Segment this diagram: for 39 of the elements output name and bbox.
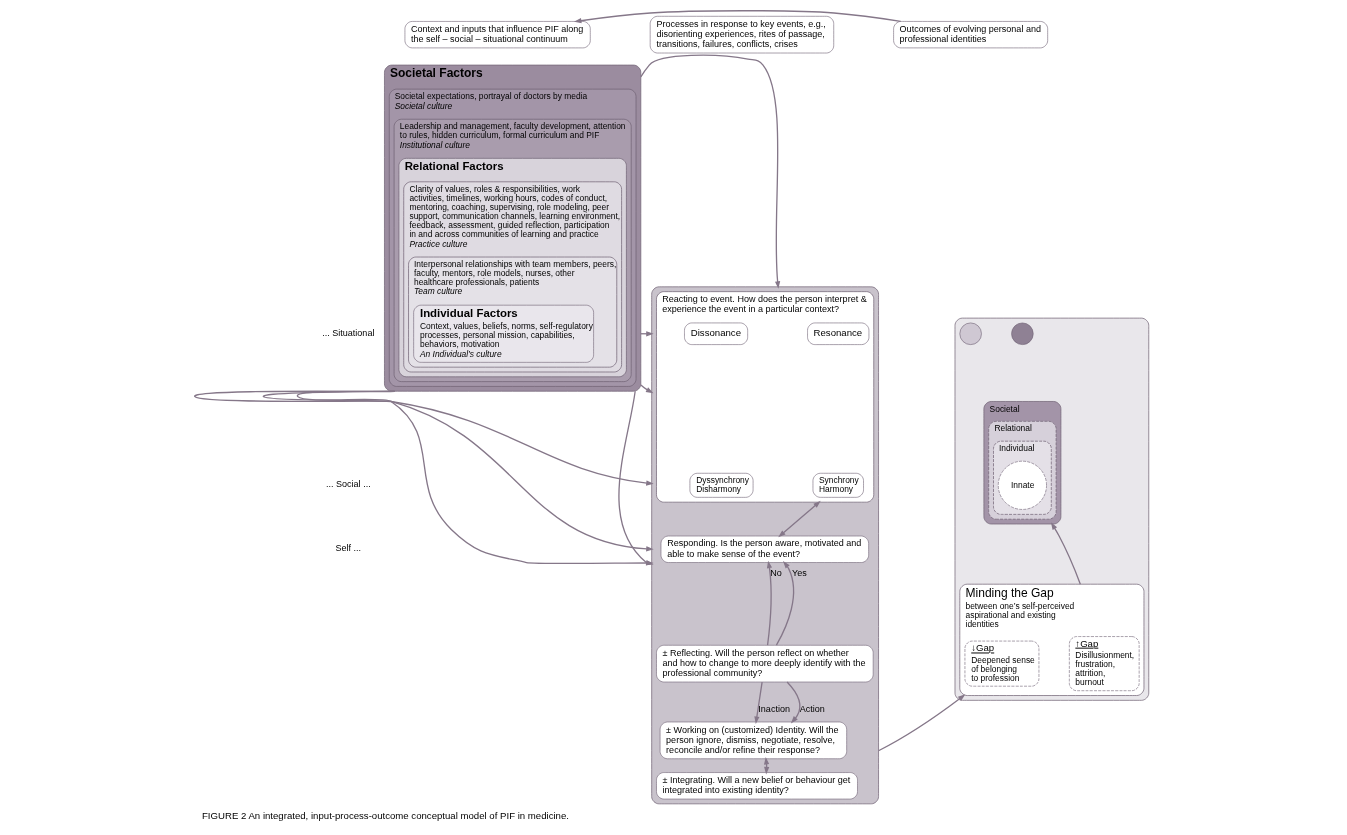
node-box: ± Working on (customized) Identity. Will the person ignore, dismiss, negotiate, resolve, reconcile and/or refine their response? — [659, 721, 847, 759]
node-box: Processes in response to key events, e.g., disorienting experiences, rites of passage, transitions, failures, conflicts, crises — [649, 16, 834, 54]
arrow — [617, 390, 654, 566]
edge-label: No — [769, 568, 782, 579]
edge-label: Yes — [791, 568, 807, 579]
node-circle — [1010, 322, 1034, 345]
node-box: Dyssynchrony Disharmony — [689, 472, 753, 498]
arrow — [573, 10, 901, 24]
arrow — [766, 560, 772, 646]
node-box: Individual Factors Context, values, beliefs, norms, self-regulatory processes, personal mission, capabilities, behaviors, motivation An Individual’s culture — [412, 304, 594, 363]
cluster — [650, 286, 879, 805]
caption: FIGURE 2 An integrated, input-process-outcome conceptual model of PIF in medicine. — [201, 809, 569, 821]
arrow — [193, 390, 654, 486]
arrow — [777, 500, 821, 538]
edge-label: Inaction — [757, 704, 790, 715]
arrow — [296, 390, 654, 566]
arrow — [785, 681, 800, 724]
node-circle — [959, 322, 982, 345]
node-box: Outcomes of evolving personal and professional identities — [892, 21, 1048, 49]
node-circle: Innate — [997, 460, 1047, 510]
node-box: Dissonance — [683, 322, 748, 345]
label: ... Situational — [321, 327, 374, 338]
edge-label: Action — [799, 704, 825, 715]
arrow — [753, 681, 763, 724]
arrow — [775, 560, 794, 646]
arrow — [877, 694, 965, 752]
node-box: ± Reflecting. Will the person reflect on whether and how to change to more deeply identify with the professional community? — [655, 645, 873, 683]
node-box: Responding. Is the person aware, motivated and able to make sense of the event? — [660, 535, 869, 563]
node-box: ↑Gap Disillusionment, frustration, attrition, burnout — [1068, 636, 1139, 691]
node-box: ± Integrating. Will a new belief or behaviour get integrated into existing identity? — [655, 772, 858, 800]
arrow — [262, 390, 654, 552]
node-box: ↓Gap Deepened sense of belonging to profession — [964, 640, 1039, 687]
label: Self ... — [335, 543, 361, 554]
node-box: Context and inputs that influence PIF along the self – social – situational continuum — [404, 21, 591, 49]
node-box: Resonance — [806, 322, 869, 345]
arrow — [1050, 522, 1081, 585]
label: ... Social ... — [325, 479, 371, 490]
arrow — [639, 54, 780, 289]
node-box: Synchrony Harmony — [812, 472, 864, 498]
